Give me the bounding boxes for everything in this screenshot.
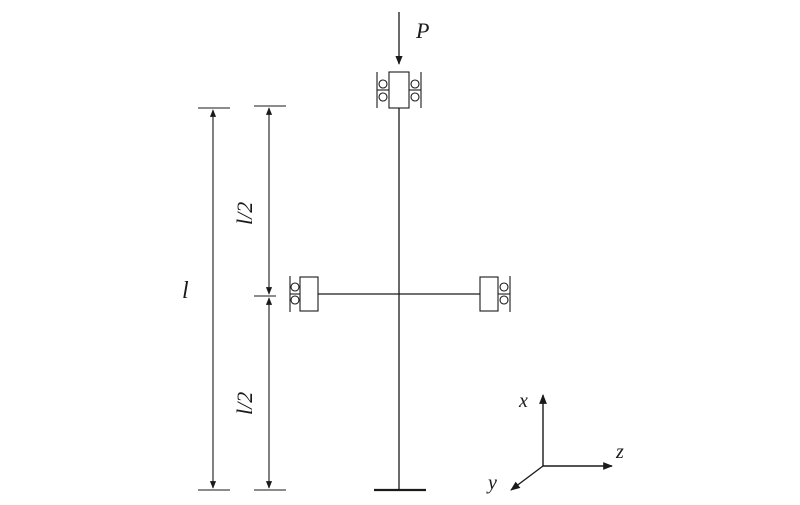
x-axis-label: x — [518, 390, 528, 412]
top-bearing — [376, 71, 422, 109]
left-bearing — [289, 276, 319, 312]
dimension-total-length — [198, 107, 230, 491]
lower-half-label: l/2 — [232, 392, 257, 415]
coordinate-axes — [510, 394, 613, 491]
total-length-label: l — [182, 278, 189, 304]
y-axis-arrow — [510, 465, 544, 491]
right-bearing — [479, 276, 511, 312]
y-axis-label: y — [486, 472, 497, 494]
dimension-half-lengths — [254, 105, 286, 491]
load-label: P — [415, 18, 429, 43]
z-axis-label: z — [615, 441, 624, 463]
upper-half-label: l/2 — [232, 202, 257, 225]
